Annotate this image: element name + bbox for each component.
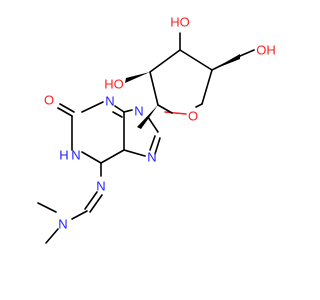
bond-c3-c4 [179,49,213,71]
bond-c4-o [201,69,213,105]
bond-n-me1 [45,228,59,244]
bond-c2-o-a [57,107,73,117]
label-o2: O [44,93,54,108]
bond-n7-c5 [123,149,146,157]
bond-n-me2 [37,202,57,213]
bond-c1-o-inner [157,104,173,114]
bond-o-c1 [164,111,187,115]
bond-c5-oh [239,49,255,57]
wedge-c2-oh [125,72,150,83]
bond-c3-c2 [149,49,181,73]
label-n-dimethyl: N [58,217,67,232]
bond-c2-n3 [81,101,104,113]
bond-n3-c4 [114,105,125,113]
bond-n6-ch [84,191,98,210]
bond-n9-c8 [147,116,159,133]
label-oh-c5: OH [256,43,276,58]
label-n9: N [134,104,143,119]
bond-c6-n1 [81,151,102,164]
wedge-c4-c5 [212,54,240,70]
label-n1h-h: H [59,148,68,163]
molecule-structure: HO HO OH O N N N O H N N N [37,15,276,244]
label-ring-o: O [188,109,198,124]
label-n7: N [147,150,156,165]
label-n6: N [96,179,105,194]
bond-o-c4-inner [195,103,203,108]
label-oh-top: HO [170,15,190,30]
bond-ch-n [71,210,88,220]
label-n1: N [71,148,80,163]
bond-n6-ch-2 [89,194,103,213]
bond-c4-n9 [123,109,133,113]
label-n3: N [105,94,114,109]
bond-c2-c1 [149,71,159,106]
label-oh-c2: HO [104,77,124,92]
bond-c8-n7-2 [149,135,156,151]
bond-c2-o-b [59,103,75,113]
bond-c5-c6 [100,149,125,164]
bond-c4-c4-n3-2 [112,111,123,118]
bond-c8-n7 [154,137,161,155]
